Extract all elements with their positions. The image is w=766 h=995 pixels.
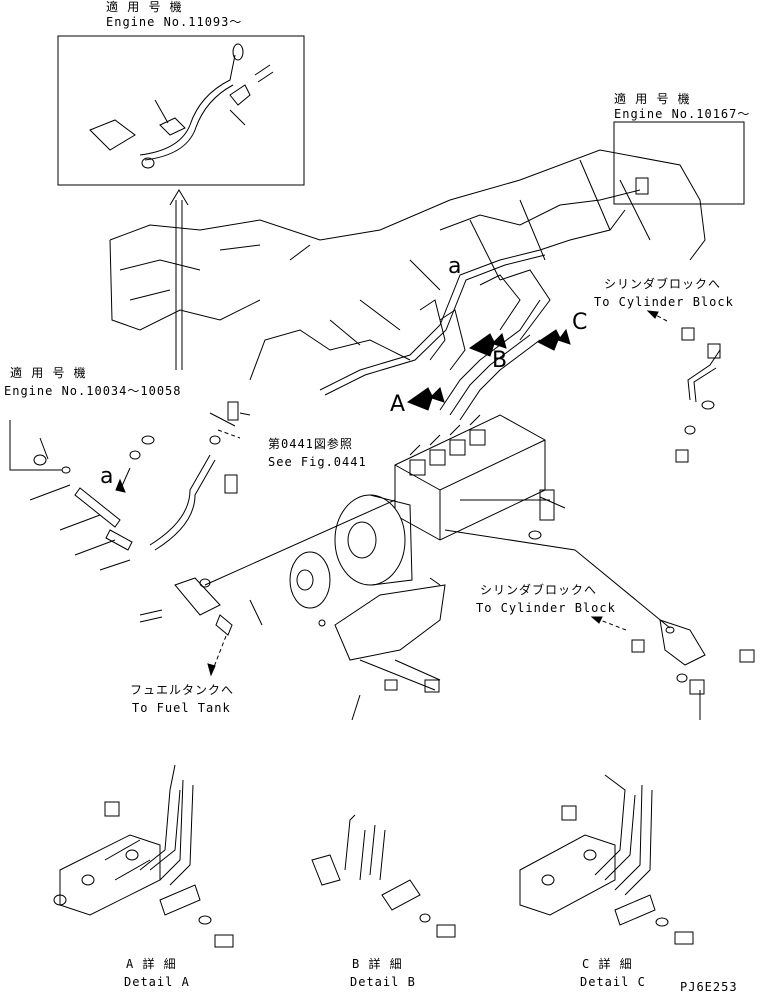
applicable-engines-label-right: 適 用 号 機 <box>614 92 691 106</box>
cylinder-block-label-jp-2: シリンダブロックへ <box>480 583 598 597</box>
engine-number-label-left: Engine No.10034～10058 <box>4 384 182 398</box>
detail-a-title-jp: A 詳 細 <box>126 957 177 971</box>
direction-arrows <box>115 310 668 677</box>
inset-box-top <box>57 35 305 186</box>
engine-number-label-top: Engine No.11093～ <box>106 15 243 29</box>
inset-top-parts <box>89 43 274 169</box>
pump-bracket <box>334 584 446 693</box>
fuel-tank-label-en: To Fuel Tank <box>132 701 231 715</box>
engine-number-label-right: Engine No.10167～ <box>614 107 751 121</box>
detail-c-title-en: Detail C <box>580 975 646 989</box>
leader-lines <box>29 412 701 721</box>
cylinder-block-label-en-2: To Cylinder Block <box>476 601 616 615</box>
injection-pump <box>394 414 546 541</box>
callout-C: C <box>572 310 588 335</box>
coupling <box>289 494 413 609</box>
callout-A: A <box>390 392 406 417</box>
detail-b-drawing <box>311 814 456 938</box>
right-fuel-lines <box>528 177 755 695</box>
callout-a-upper: a <box>448 254 462 279</box>
reference-label-jp: 第0441図参照 <box>268 437 353 451</box>
injection-pipes <box>319 209 626 421</box>
applicable-engines-label-left: 適 用 号 機 <box>10 366 87 380</box>
reference-label-en: See Fig.0441 <box>268 455 367 469</box>
detail-b-title-en: Detail B <box>350 975 416 989</box>
applicable-engines-label-top: 適 用 号 機 <box>106 0 183 14</box>
arrow-C <box>537 328 571 351</box>
inset-bracket-left <box>9 420 62 471</box>
connector-lines <box>204 499 671 629</box>
arrow-A <box>406 387 445 411</box>
callout-B: B <box>492 348 508 373</box>
engine-block <box>109 149 706 381</box>
detail-a-title-en: Detail A <box>124 975 190 989</box>
detail-c-drawing <box>519 774 694 945</box>
detail-a-drawing <box>53 764 234 948</box>
detail-b-title-jp: B 詳 細 <box>352 957 403 971</box>
inset-box-right <box>613 121 745 205</box>
fuel-tank-label-jp: フュエルタンクへ <box>130 683 235 697</box>
detail-c-title-jp: C 詳 細 <box>582 957 633 971</box>
left-fuel-lines <box>33 401 326 636</box>
callout-a-lower: a <box>100 464 114 489</box>
arrow-B <box>468 333 507 357</box>
arrow-to-top-inset <box>169 189 189 370</box>
cylinder-block-label-jp-1: シリンダブロックへ <box>604 277 722 291</box>
drawing-code: PJ6E253 <box>680 980 738 994</box>
cylinder-block-label-en-1: To Cylinder Block <box>594 295 734 309</box>
